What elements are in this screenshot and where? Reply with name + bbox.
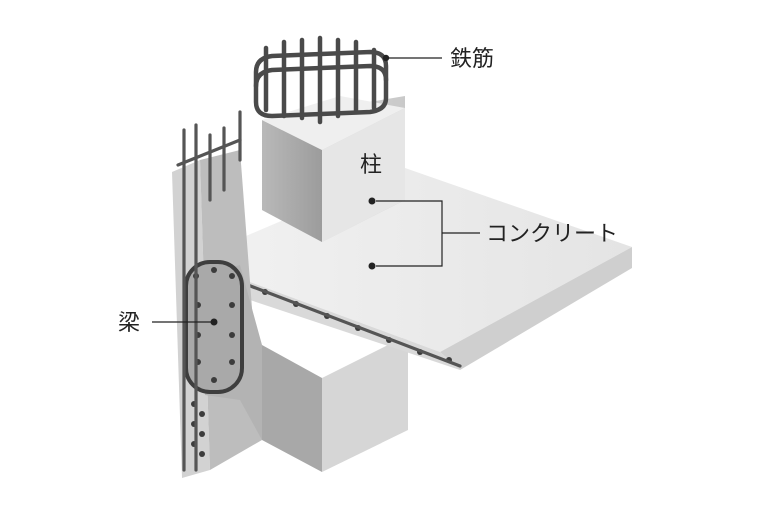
upper-column [262,96,405,242]
concrete-label: コンクリート [486,222,618,247]
column-label-group: 柱 [360,153,382,178]
rebar-label: 鉄筋 [450,47,494,72]
slab-rebar-dots [238,280,462,368]
column-label: 柱 [360,153,382,178]
concrete-callout: コンクリート [368,197,618,270]
beam-label: 梁 [118,311,140,336]
beam-vertical-rebars [176,110,242,472]
beam-body [172,110,262,478]
lower-column [262,335,408,472]
beam-callout: 梁 [118,311,218,336]
rebar-callout: 鉄筋 [382,47,494,72]
rebar-cage [253,35,389,125]
